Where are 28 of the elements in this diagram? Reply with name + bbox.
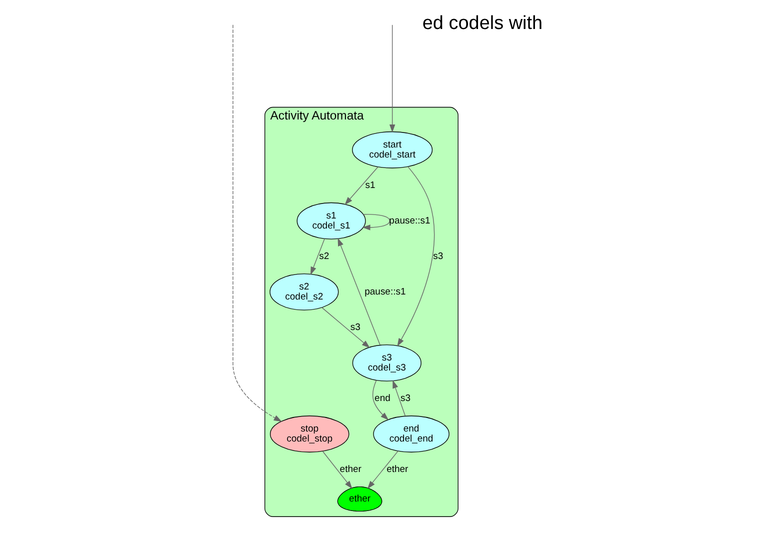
label: ed codels with: [422, 12, 542, 34]
node-ellipse: s2 codel_s2: [269, 273, 338, 310]
node-ellipse: s1 codel_s1: [296, 202, 366, 240]
edge-label: pause::s1: [388, 215, 430, 226]
edge-label: end: [374, 392, 390, 404]
arrow: [372, 380, 388, 420]
edge-label: ether: [386, 464, 408, 476]
arrow: [337, 238, 380, 346]
node-ellipse: end codel_end: [372, 416, 449, 452]
arrow: [310, 238, 324, 275]
node-ellipse: start codel_start: [352, 131, 432, 168]
node-ellipse: s3 codel_s3: [352, 344, 421, 382]
arrow: [362, 214, 390, 230]
edge-label: s2: [318, 250, 329, 262]
edge-label: s3: [350, 322, 360, 333]
edge-label: ether: [339, 464, 361, 476]
arrow: [344, 166, 378, 205]
arrow: [392, 380, 406, 416]
edge-label: s3: [400, 392, 410, 404]
arrow: [321, 307, 370, 348]
arrow: [396, 166, 434, 346]
arrow: [366, 450, 398, 489]
arrow: [388, 24, 395, 133]
arrow: [232, 24, 282, 422]
edge-label: s1: [364, 180, 375, 191]
edge-label: s3: [432, 250, 443, 262]
edge-label: pause::s1: [364, 286, 406, 298]
arrow: [322, 451, 352, 489]
